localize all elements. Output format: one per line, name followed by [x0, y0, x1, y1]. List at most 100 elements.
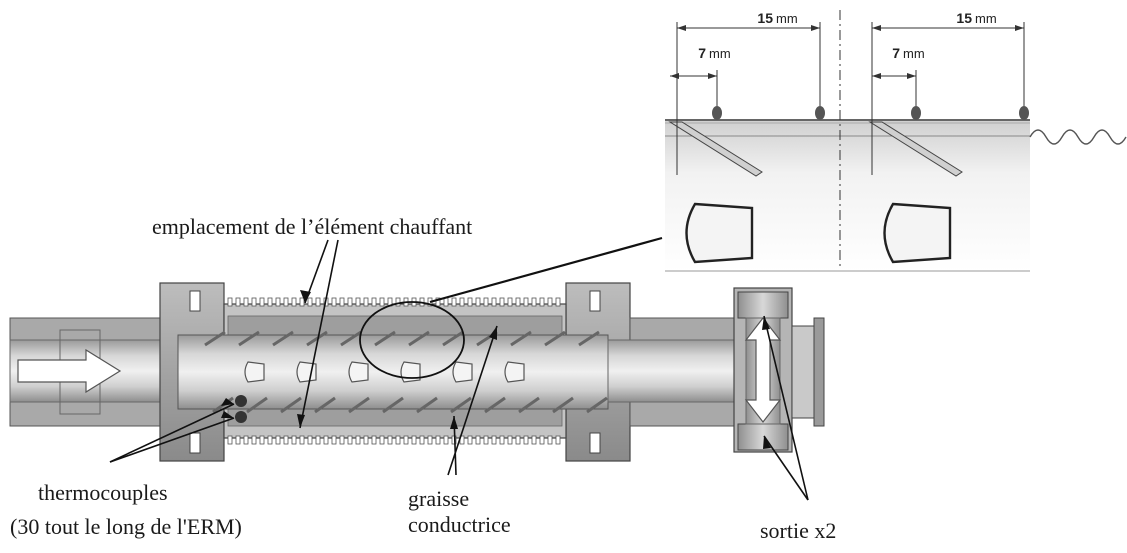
left-flange-bolt-top	[189, 290, 201, 312]
fin-top	[435, 297, 441, 307]
blade-upper	[442, 330, 464, 347]
fin-top	[531, 297, 537, 307]
fin-bottom	[363, 435, 369, 445]
fin-top	[291, 297, 297, 307]
fin-top	[507, 297, 513, 307]
end-cap	[791, 325, 815, 419]
fin-top	[243, 297, 249, 307]
fin-top	[363, 297, 369, 307]
baffle	[504, 361, 525, 383]
leader-thermo-upper	[109, 403, 235, 463]
blade-lower	[280, 396, 302, 414]
dim-right-7-unit: mm	[903, 46, 925, 61]
blade-lower	[586, 396, 608, 414]
fin-top	[499, 297, 505, 307]
inset-thermocouple-right-7	[911, 106, 921, 120]
label-grease-line1: graisse	[408, 486, 470, 511]
inset-thermocouple-left-15	[815, 106, 825, 120]
inlet-flow-arrow	[17, 348, 122, 394]
fin-top	[259, 297, 265, 307]
fin-bottom	[235, 435, 241, 445]
baffle	[400, 361, 421, 383]
fin-bottom	[395, 435, 401, 445]
arrowhead-grease-upper	[489, 326, 497, 340]
fin-bottom	[531, 435, 537, 445]
fin-top	[227, 297, 233, 307]
fin-top	[555, 297, 561, 307]
fin-bottom	[507, 435, 513, 445]
fin-bottom	[483, 435, 489, 445]
inset-blade-left	[668, 121, 763, 177]
leader-outlet-bottom	[763, 435, 809, 501]
baffle	[296, 361, 317, 383]
fin-top	[371, 297, 377, 307]
leader-arrowheads	[221, 290, 771, 449]
fin-bottom	[547, 435, 553, 445]
arrowhead-heating-top	[300, 290, 311, 303]
fin-bottom	[339, 435, 345, 445]
fin-top	[331, 297, 337, 307]
dim-arrow-left-7-b	[708, 73, 717, 79]
erm-assembly	[9, 236, 825, 462]
dim-arrow-right-15-b	[1015, 25, 1024, 31]
blade-upper	[306, 330, 328, 347]
zoom-connector-line	[429, 236, 663, 304]
blade-upper	[510, 330, 532, 347]
fin-bottom	[403, 435, 409, 445]
fin-bottom	[371, 435, 377, 445]
fin-top	[251, 297, 257, 307]
arrowhead-thermo-lower	[221, 411, 234, 418]
fin-bottom	[443, 435, 449, 445]
fin-bottom	[243, 435, 249, 445]
inner-baffles	[244, 361, 525, 383]
fin-bottom	[299, 435, 305, 445]
fin-bottom	[275, 435, 281, 445]
blade-lower	[416, 396, 438, 414]
fin-bottom	[251, 435, 257, 445]
fin-top	[483, 297, 489, 307]
fin-bottom	[555, 435, 561, 445]
arrowhead-outlet-top	[762, 316, 770, 330]
dim-right-15-value: 15	[956, 10, 972, 26]
arrowhead-thermo-upper	[221, 398, 234, 406]
fin-top	[355, 297, 361, 307]
inset-blade-right	[868, 121, 963, 177]
blade-upper	[340, 330, 362, 347]
dim-arrow-right-15-a	[872, 25, 881, 31]
leader-heating-bottom	[299, 239, 339, 429]
blade-upper	[544, 330, 566, 347]
leader-thermo-lower	[109, 417, 235, 463]
fin-top	[395, 297, 401, 307]
blade-lower	[518, 396, 540, 414]
blade-lower	[348, 396, 370, 414]
dim-right-15-unit: mm	[975, 11, 997, 26]
left-flange-bolt-bottom	[189, 432, 201, 454]
fin-top	[491, 297, 497, 307]
blade-upper	[408, 330, 430, 347]
dim-left-7-value: 7	[698, 45, 706, 61]
label-grease-line2: conductrice	[408, 512, 511, 537]
fin-bottom	[259, 435, 265, 445]
label-outlet: sortie x2	[760, 518, 837, 543]
leader-grease-upper	[447, 325, 498, 476]
outlet-flow-arrow	[744, 317, 782, 423]
fin-bottom	[267, 435, 273, 445]
fin-bottom	[283, 435, 289, 445]
fin-top	[339, 297, 345, 307]
arrowhead-heating-bottom	[297, 414, 305, 428]
inset-baffle-right	[883, 202, 952, 264]
fin-bottom	[523, 435, 529, 445]
inset-thermocouple-right-15	[1019, 106, 1029, 120]
blade-lower	[246, 396, 268, 414]
fin-bottom	[331, 435, 337, 445]
inset-baffle-left	[685, 202, 754, 264]
dim-left-15-value: 15	[757, 10, 773, 26]
baffle	[348, 361, 369, 383]
dim-arrow-right-7-a	[872, 73, 881, 79]
fin-bottom	[227, 435, 233, 445]
zoom-region-ellipse[interactable]	[359, 301, 465, 379]
dim-left-15-unit: mm	[776, 11, 798, 26]
fin-bottom	[419, 435, 425, 445]
